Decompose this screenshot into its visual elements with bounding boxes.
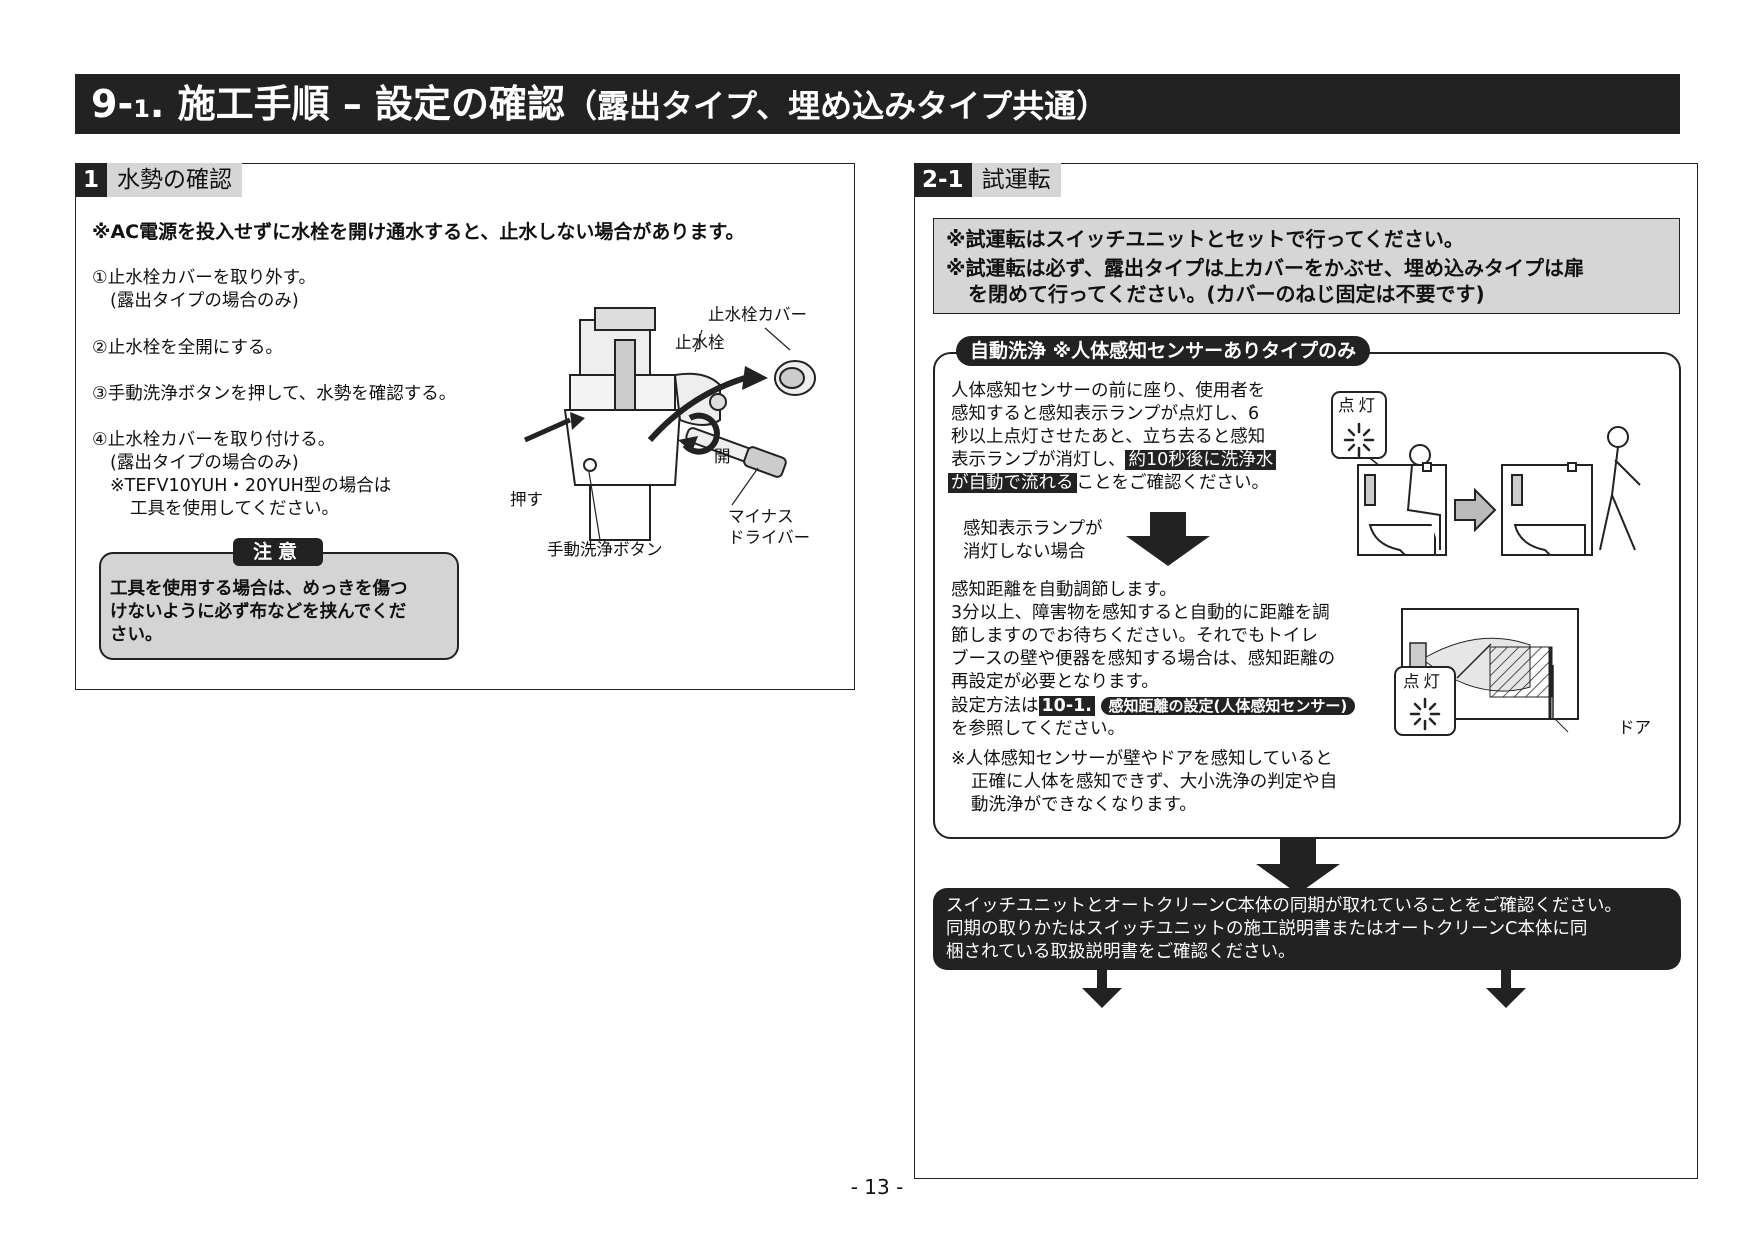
label-push: 押す xyxy=(510,490,543,509)
lamp-callout-2 xyxy=(1394,666,1456,736)
auto-line: 感知すると感知表示ランプが点灯し、6 xyxy=(951,404,1260,424)
adjust-line: 再設定が必要となります。 xyxy=(951,672,1159,692)
sync-line: 同期の取りかたはスイッチユニットの施工説明書またはオートクリーンC本体に同 xyxy=(946,919,1588,939)
auto-line: 人体感知センサーの前に座り、使用者を xyxy=(951,381,1266,401)
section-2-panel xyxy=(914,163,1698,1179)
label-valve-cover: 止水栓カバー xyxy=(708,305,807,324)
callout-pointer xyxy=(1456,643,1492,679)
sync-line: 梱されている取扱説明書をご確認ください。 xyxy=(946,942,1296,962)
lamp-label: 点灯 xyxy=(1338,396,1379,415)
sec1-warning: ※AC電源を投入せずに水栓を開け通水すると、止水しない場合があります。 xyxy=(92,221,745,243)
caution-line: けないように必ず布などを挟んでくだ xyxy=(110,602,407,622)
step-4-tool-note: ※TEFV10YUH・20YUH型の場合は xyxy=(110,476,392,496)
auto-highlight: が自動で流れる xyxy=(948,473,1077,493)
label-driver-1: マイナス xyxy=(728,507,794,526)
auto-line-5: が自動で流れることをご確認ください。 xyxy=(948,472,1269,495)
down-arrow-icon xyxy=(1082,970,1122,1008)
setting-text: 設定方法は xyxy=(951,696,1039,716)
auto-line-4: 表示ランプが消灯し、約10秒後に洗浄水 xyxy=(951,449,1277,472)
adjust-line: ブースの壁や便器を感知する場合は、感知距離の xyxy=(951,649,1336,669)
title-paren: （露出タイプ、埋め込みタイプ共通） xyxy=(565,87,1109,125)
section-label: 試運転 xyxy=(971,163,1061,197)
step-4-note: (露出タイプの場合のみ) xyxy=(110,453,299,473)
adjust-line: 節しますのでお待ちください。それでもトイレ xyxy=(951,626,1318,646)
lamp-label: 点灯 xyxy=(1403,672,1444,691)
page-title: 9-1. 施工手順 – 設定の確認（露出タイプ、埋め込みタイプ共通） xyxy=(75,74,1680,134)
sync-box xyxy=(933,888,1681,970)
reference-number[interactable]: 10-1. xyxy=(1038,696,1095,716)
section-1-panel xyxy=(75,163,855,690)
section-number: 2-1 xyxy=(914,163,972,197)
page-number: - 13 - xyxy=(850,1175,904,1199)
caution-line: さい。 xyxy=(110,625,163,645)
section-label: 水勢の確認 xyxy=(107,163,243,197)
caution-tag: 注意 xyxy=(233,538,323,566)
label-driver-2: ドライバー xyxy=(728,528,811,547)
down-arrow-icon xyxy=(1256,838,1340,894)
note-line: ※人体感知センサーが壁やドアを感知していると xyxy=(951,749,1333,769)
down-arrow-icon xyxy=(1486,970,1526,1008)
title-part: 1 xyxy=(133,95,150,123)
auto-line: 秒以上点灯させたあと、立ち去ると感知 xyxy=(951,427,1266,447)
not-off-line: 消灯しない場合 xyxy=(963,542,1086,562)
auto-flush-pill: 自動洗浄 ※人体感知センサーありタイプのみ xyxy=(956,336,1371,366)
label-open: 開 xyxy=(714,447,731,466)
notice-line: ※試運転はスイッチユニットとセットで行ってください。 xyxy=(946,227,1464,251)
step-3: ③手動洗浄ボタンを押して、水勢を確認する。 xyxy=(92,384,457,404)
step-1: ①止水栓カバーを取り外す。 xyxy=(92,268,316,288)
step-1-note: (露出タイプの場合のみ) xyxy=(110,291,299,311)
adjust-line: 感知距離を自動調節します。 xyxy=(951,580,1177,600)
notice-line: を閉めて行ってください。(カバーのねじ固定は不要です) xyxy=(968,282,1485,306)
note-line: 動洗浄ができなくなります。 xyxy=(971,795,1197,815)
section-1-header: 1 水勢の確認 xyxy=(75,163,243,197)
flush-valve-illustration xyxy=(523,307,816,541)
not-off-line: 感知表示ランプが xyxy=(963,519,1103,539)
label-flush-button: 手動洗浄ボタン xyxy=(547,540,663,559)
step-4-tool-note-2: 工具を使用してください。 xyxy=(130,499,339,519)
step-4: ④止水栓カバーを取り付ける。 xyxy=(92,430,336,450)
title-part: . 施工手順 – 設定の確認 xyxy=(149,82,566,126)
caution-line: 工具を使用する場合は、めっきを傷つ xyxy=(110,579,408,599)
notice-line: ※試運転は必ず、露出タイプは上カバーをかぶせ、埋め込みタイプは扉 xyxy=(946,256,1585,280)
auto-text: 表示ランプが消灯し、 xyxy=(951,450,1126,470)
trial-notice-box xyxy=(933,218,1680,314)
down-arrow-icon xyxy=(1126,512,1210,566)
setting-suffix: を参照してください。 xyxy=(951,719,1125,739)
auto-text: ことをご確認ください。 xyxy=(1076,473,1270,493)
adjust-line: 3分以上、障害物を感知すると自動的に距離を調 xyxy=(951,603,1330,623)
note-line: 正確に人体を感知できず、大小洗浄の判定や自 xyxy=(971,772,1338,792)
door-label: ドア xyxy=(1618,718,1651,737)
lamp-callout-1 xyxy=(1331,391,1387,469)
title-part: 9- xyxy=(91,82,134,126)
toilet-sequence-illustration xyxy=(1357,426,1641,556)
section-2-header: 2-1 試運転 xyxy=(914,163,1061,197)
label-valve: 止水栓 xyxy=(675,333,725,352)
section-number: 1 xyxy=(75,163,108,197)
reference-link[interactable]: 感知距離の設定(人体感知センサー) xyxy=(1100,697,1356,715)
auto-highlight: 約10秒後に洗浄水 xyxy=(1125,450,1277,470)
step-2: ②止水栓を全開にする。 xyxy=(92,338,283,358)
sync-line: スイッチユニットとオートクリーンC本体の同期が取れていることをご確認ください。 xyxy=(946,896,1622,916)
